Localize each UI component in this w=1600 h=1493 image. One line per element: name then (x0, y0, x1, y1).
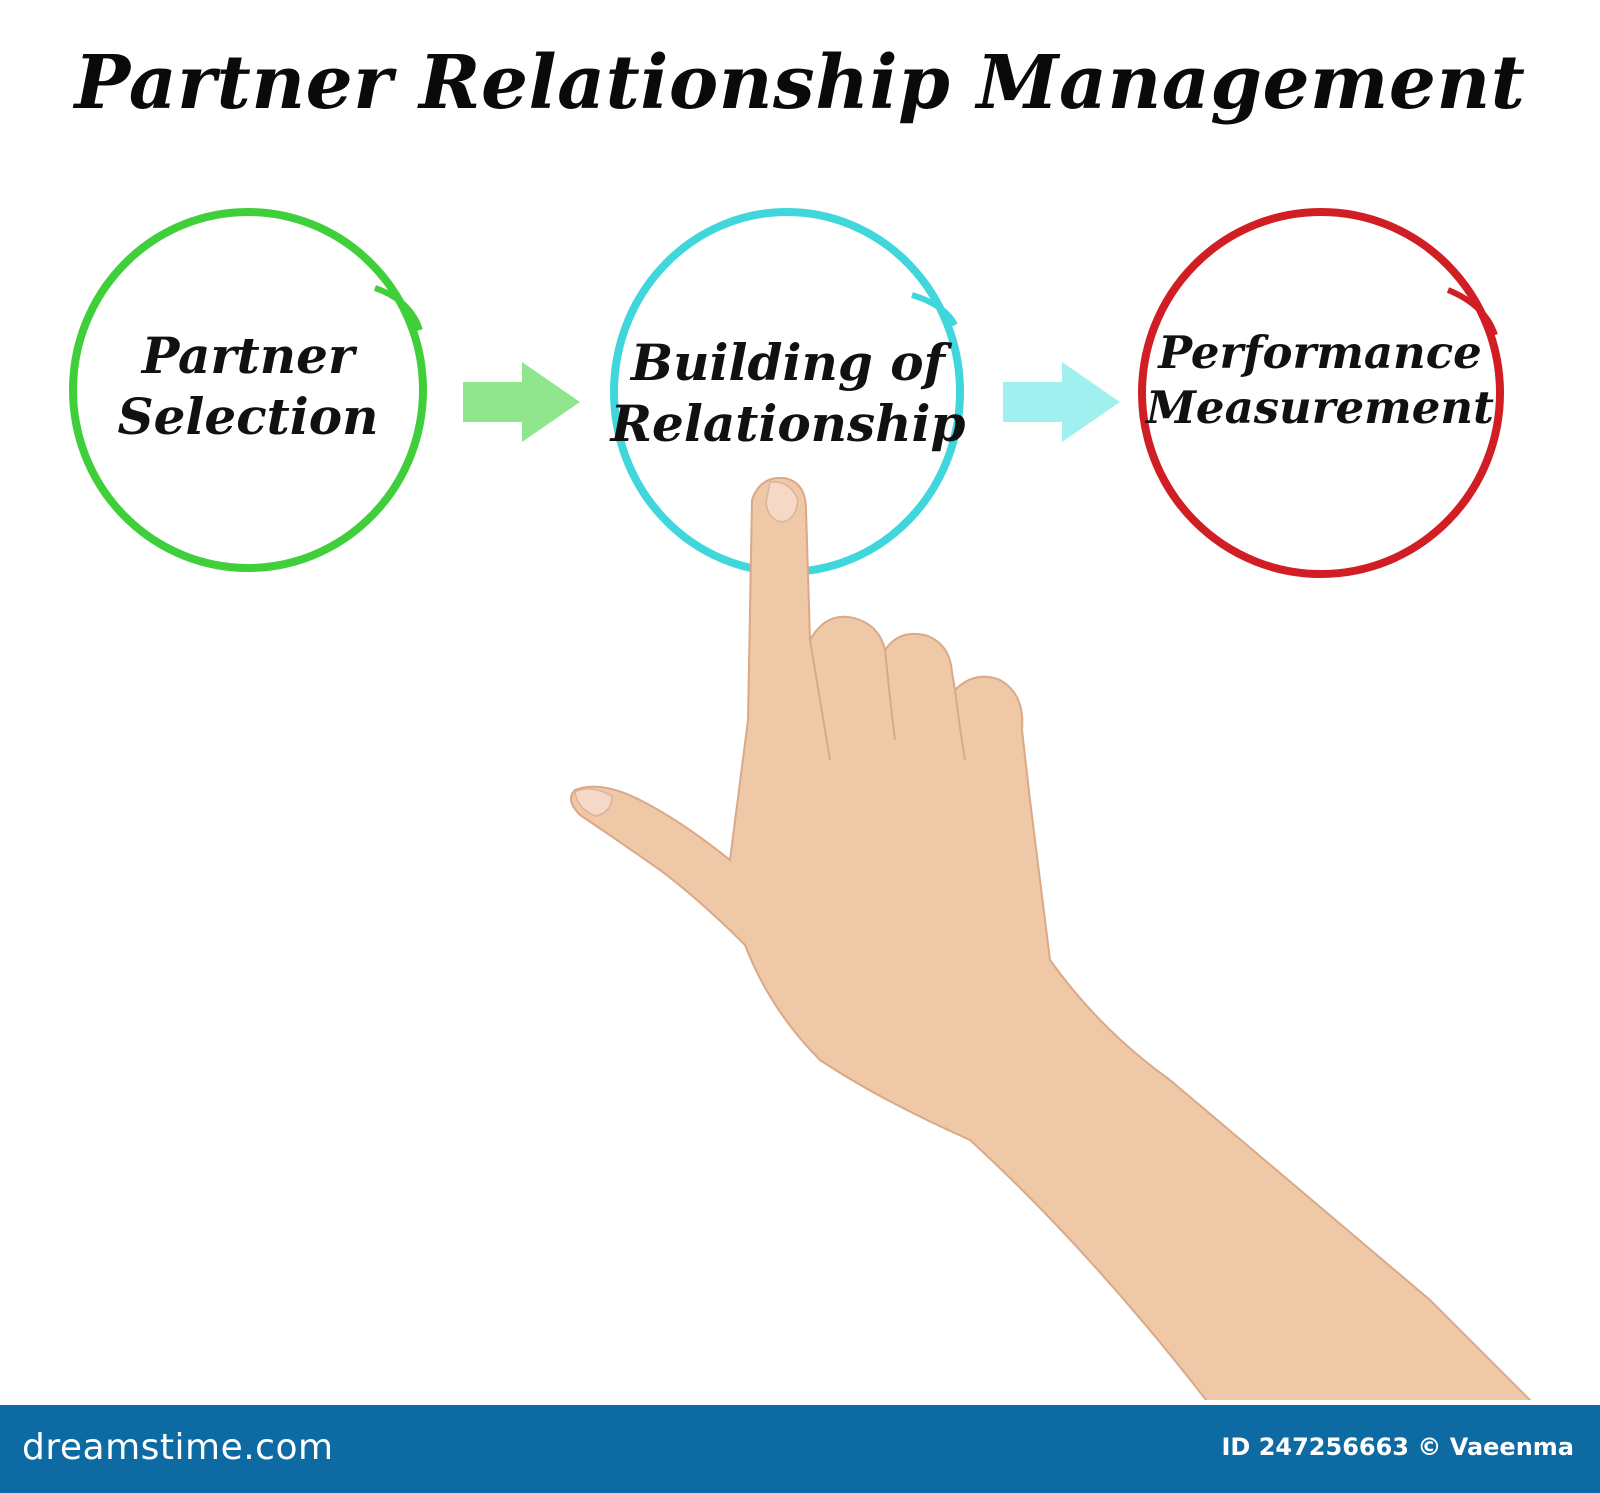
performance-measurement-circle (1138, 208, 1504, 578)
node-label-partner-selection: Partner Selection (98, 325, 398, 447)
node-performance-measurement (1138, 208, 1504, 578)
finger-crease-3 (954, 689, 966, 761)
thumbnail (574, 788, 613, 817)
node-label-line: Measurement (1146, 380, 1494, 434)
finger-crease-1 (809, 639, 831, 761)
partner-selection-circle (69, 208, 427, 572)
partner-selection-circle-tail (373, 285, 423, 332)
page-title: Partner Relationship Management (74, 40, 1526, 126)
node-label-line: Partner (141, 326, 355, 385)
node-label-performance-measurement: Performance Measurement (1140, 326, 1500, 436)
building-of-relationship-circle-tail (911, 292, 958, 327)
node-label-line: Performance (1158, 326, 1482, 379)
index-fingernail (765, 481, 799, 523)
process-diagram (69, 208, 1532, 1400)
finger-crease-2 (884, 649, 896, 741)
arrow-2 (1003, 362, 1120, 442)
pointing-hand-image (570, 476, 1532, 1400)
brand-watermark: dreamstime.com (22, 1427, 334, 1468)
performance-measurement-circle-tail (1446, 287, 1498, 337)
node-label-line: Selection (117, 387, 379, 446)
node-label-building-of-relationship: Building of Relationship (608, 332, 968, 454)
watermark-footer-bar: dreamstime.com ID 247256663 © Vaeenma (0, 1405, 1600, 1493)
image-credit: ID 247256663 © Vaeenma (1221, 1433, 1574, 1461)
node-label-line: Relationship (610, 394, 966, 453)
node-partner-selection (69, 208, 427, 572)
node-label-line: Building of (630, 333, 946, 392)
arrow-1 (463, 362, 580, 442)
hand-shape (570, 476, 1532, 1400)
